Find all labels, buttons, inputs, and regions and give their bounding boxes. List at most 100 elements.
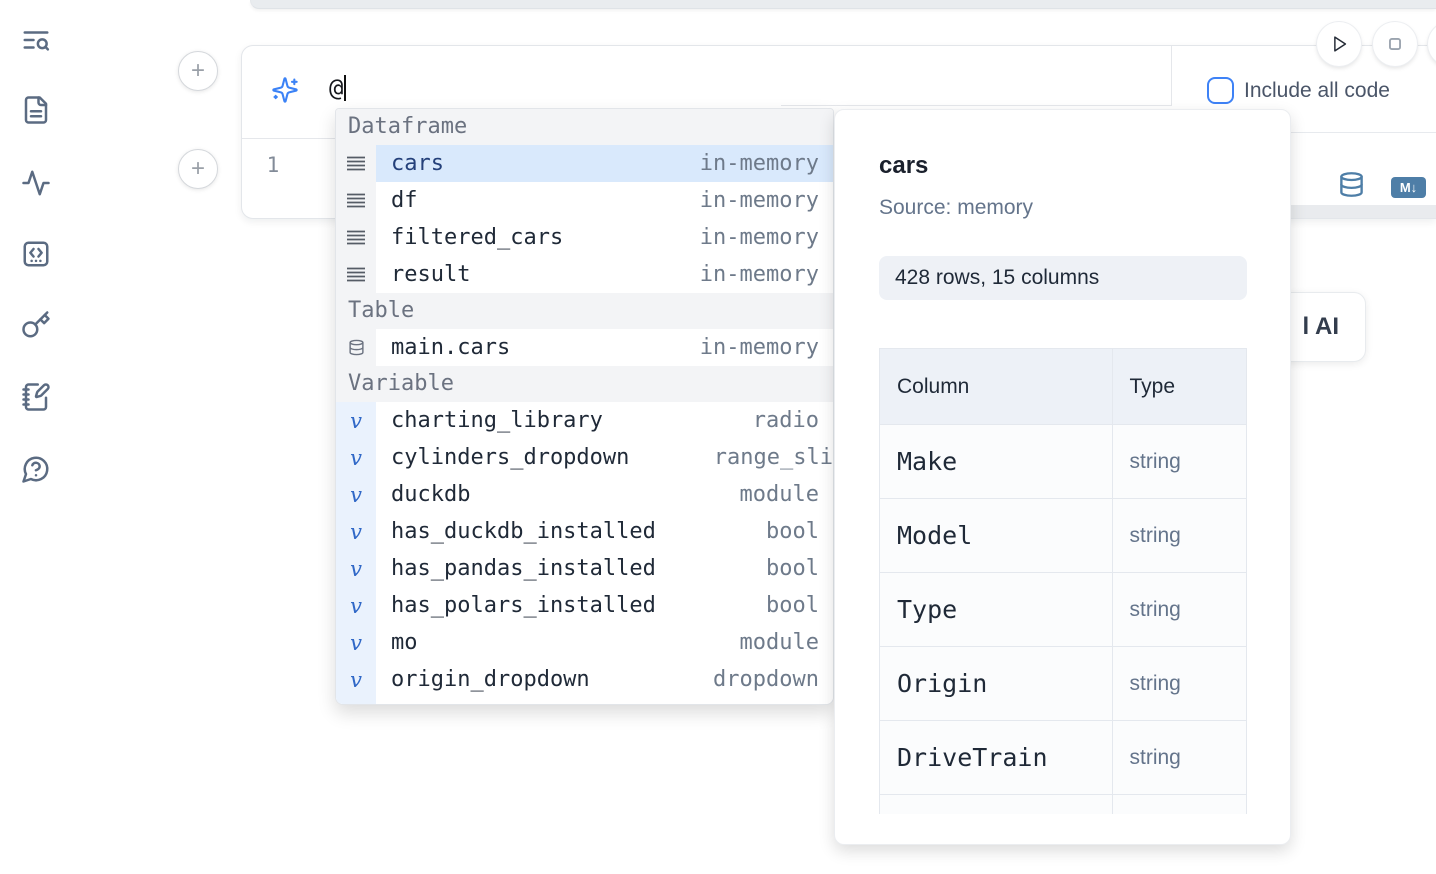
item-name: duckdb [391,482,471,507]
autocomplete-item-has-pandas-installed[interactable]: v has_pandas_installed bool [336,550,833,587]
variable-icon: v [336,587,376,624]
item-detail: radio [752,408,819,433]
editor-divider [242,138,336,139]
column-name: Model [879,498,1113,573]
column-type: string [1111,720,1247,795]
autocomplete-item-has-polars-installed[interactable]: v has_polars_installed bool [336,587,833,624]
item-detail: range_sli [713,445,833,470]
item-name: main.cars [391,335,511,360]
item-detail: in-memory [699,188,819,213]
dataframe-rows-icon [336,182,376,219]
schema-row: DriveTrain string [879,720,1247,795]
previous-cell-edge [250,0,1436,9]
help-chat-icon[interactable] [19,452,53,486]
item-name: has_pandas_installed [391,556,656,581]
activity-icon[interactable] [19,166,53,200]
item-name: pd [376,704,740,705]
schema-row: Model string [879,498,1247,573]
add-cell-button-bottom[interactable]: + [178,149,218,189]
run-cell-button[interactable] [1317,22,1361,66]
autocomplete-item-mo[interactable]: v mo module [336,624,833,661]
item-name: df [391,188,418,213]
markdown-icon[interactable]: M↓ [1391,177,1426,198]
column-name: Type [879,572,1113,647]
include-all-code-checkbox[interactable] [1207,77,1234,104]
item-name: result [391,262,471,287]
key-icon[interactable] [19,308,53,342]
column-type: string [1111,498,1247,573]
column-name: Make [879,424,1113,499]
schema-table: Column Type Make string Model string Typ… [879,348,1247,814]
item-detail: bool [766,519,819,544]
schema-row-partial [879,794,1247,814]
autocomplete-item-result[interactable]: result in-memory [336,256,833,293]
add-cell-button-top[interactable]: + [178,51,218,91]
include-all-code-label: Include all code [1244,79,1390,102]
section-header-table: Table [336,293,833,329]
autocomplete-item-df[interactable]: df in-memory [336,182,833,219]
column-name: Origin [879,646,1113,721]
schema-header-column: Column [879,348,1113,425]
prompt-vertical-divider [1171,46,1172,105]
dataset-preview-panel: cars Source: memory 428 rows, 15 columns… [834,109,1291,845]
column-type: string [1111,572,1247,647]
item-detail: bool [766,556,819,581]
dataset-title: cars [879,152,929,179]
notebook-pen-icon[interactable] [19,380,53,414]
autocomplete-item-main-cars[interactable]: main.cars in-memory [336,329,833,366]
autocomplete-item-duckdb[interactable]: v duckdb module [336,476,833,513]
item-detail: in-memory [699,225,819,250]
dataframe-rows-icon [336,145,376,182]
item-name: charting_library [391,408,603,433]
variable-icon: v [336,513,376,550]
stop-icon [1389,38,1401,50]
item-detail: module [739,630,819,655]
database-icon[interactable] [1338,171,1365,203]
cell-section-border [1291,132,1436,133]
item-name: origin_dropdown [391,667,590,692]
file-text-icon[interactable] [19,93,53,127]
section-header-dataframe: Dataframe [336,109,833,145]
autocomplete-item-has-duckdb-installed[interactable]: v has_duckdb_installed bool [336,513,833,550]
play-icon [1334,36,1347,52]
schema-row: Type string [879,572,1247,647]
extra-toolbar-button[interactable] [1428,22,1436,66]
column-type: string [1111,646,1247,721]
dataframe-rows-icon [336,256,376,293]
variable-icon: v [336,624,376,661]
cell-console-strip [1291,205,1436,218]
ai-prompt-input[interactable]: @ [329,74,347,102]
dataframe-rows-icon [336,219,376,256]
table-database-icon [336,329,376,366]
text-search-icon[interactable] [19,23,53,57]
stop-button[interactable] [1373,22,1417,66]
code-snippets-icon[interactable] [19,237,53,271]
column-type [1111,794,1247,814]
item-name: cars [391,151,444,176]
column-name [879,794,1113,814]
variable-icon: v [336,698,376,704]
autocomplete-item-charting-library[interactable]: v charting_library radio [336,402,833,439]
variable-icon: v [336,550,376,587]
item-detail: in-memory [699,151,819,176]
autocomplete-item-cars[interactable]: cars in-memory [336,145,833,182]
prompt-divider [781,105,1172,106]
autocomplete-item-origin-dropdown[interactable]: v origin_dropdown dropdown [336,661,833,698]
variable-icon: v [336,439,376,476]
autocomplete-item-filtered-cars[interactable]: filtered_cars in-memory [336,219,833,256]
autocomplete-item-pd[interactable]: v pd module [336,698,833,705]
autocomplete-item-cylinders-dropdown[interactable]: v cylinders_dropdown range_sli [336,439,833,476]
dataset-source: Source: memory [879,196,1034,219]
schema-table-wrap: Column Type Make string Model string Typ… [879,348,1248,814]
item-detail: in-memory [699,262,819,287]
item-detail: dropdown [713,667,819,692]
line-number: 1 [266,153,280,177]
schema-row: Origin string [879,646,1247,721]
item-detail: bool [766,593,819,618]
variable-icon: v [336,402,376,439]
column-type: string [1111,424,1247,499]
section-header-variable: Variable [336,366,833,402]
item-name: has_duckdb_installed [391,519,656,544]
column-name: DriveTrain [879,720,1113,795]
text-cursor [344,75,347,101]
